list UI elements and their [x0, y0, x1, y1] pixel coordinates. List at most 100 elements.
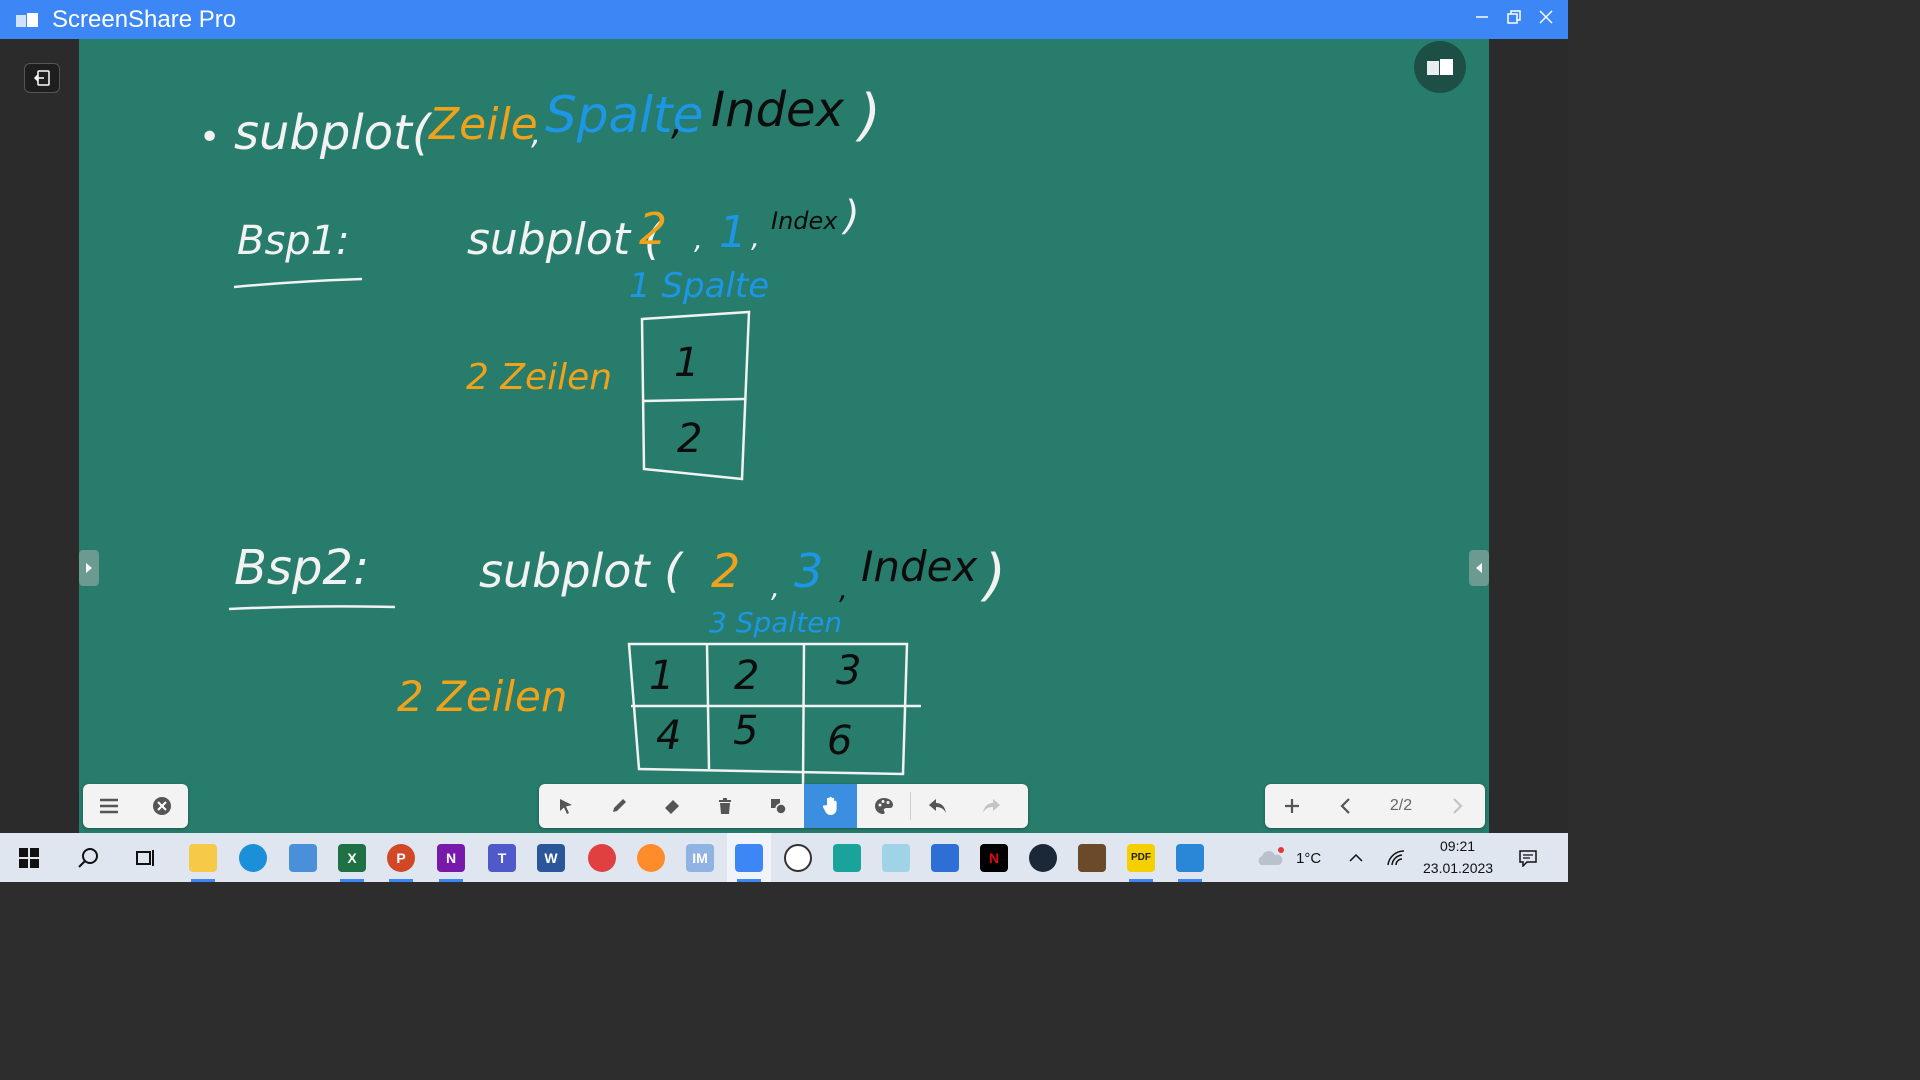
ex2-grid-col-divider-1: [705, 643, 711, 770]
pen-icon: [612, 799, 626, 812]
show-hidden-icons-button[interactable]: [1334, 833, 1378, 882]
add-page-button[interactable]: [1265, 784, 1318, 828]
left-panel-toggle[interactable]: [79, 550, 99, 586]
running-indicator: [191, 879, 215, 882]
taskbar-app-screen-tool[interactable]: [281, 833, 325, 882]
ex1-cell-1: 1: [674, 340, 699, 386]
taskbar-app-pdf[interactable]: PDF: [1119, 833, 1163, 882]
ex1-grid-outline: [640, 310, 751, 481]
taskbar-app-geogebra[interactable]: [776, 833, 820, 882]
chevron-left-icon: [1476, 563, 1482, 573]
ex1-arg1-text: 2: [639, 204, 667, 255]
task-view-button[interactable]: [124, 833, 168, 882]
clock-date[interactable]: 23.01.2023: [1423, 860, 1494, 876]
exit-icon: [33, 70, 50, 86]
folder-icon: [189, 843, 217, 872]
clock-time[interactable]: 09:21: [1440, 838, 1476, 854]
taskbar-app-snip[interactable]: [580, 833, 624, 882]
task-view-icon: [136, 849, 154, 866]
ex2-cell-2: 2: [734, 653, 759, 699]
next-page-button[interactable]: [1431, 784, 1484, 828]
taskbar-app-powerpoint[interactable]: P: [379, 833, 423, 882]
paint-3d-icon: [637, 843, 665, 872]
page-indicator: 2/2: [1389, 797, 1413, 814]
taskbar-app-edge[interactable]: [231, 833, 275, 882]
pointer-tool-button[interactable]: [539, 784, 592, 828]
close-board-button[interactable]: [136, 784, 189, 828]
taskbar-app-notes[interactable]: [874, 833, 918, 882]
taskbar-app-screenshare-pro[interactable]: [727, 833, 771, 882]
menu-button[interactable]: [83, 784, 136, 828]
eraser-tool-button[interactable]: [645, 784, 698, 828]
ex2-cell-3: 3: [836, 648, 861, 694]
notification-icon: [1519, 849, 1537, 867]
whiteboard-canvas[interactable]: • subplot( Zeile , Spalte , Index ) Bsp1…: [79, 39, 1489, 833]
redo-icon: [982, 799, 1000, 813]
previous-page-button[interactable]: [1318, 784, 1371, 828]
ex1-underline: [233, 277, 363, 289]
shapes-icon: [770, 799, 787, 815]
right-panel-toggle[interactable]: [1469, 550, 1489, 586]
line1-arg1-text: Zeile: [428, 99, 538, 150]
redo-button[interactable]: [964, 784, 1017, 828]
taskbar-app-photos[interactable]: [1168, 833, 1212, 882]
ex2-comma2: ,: [839, 573, 848, 606]
taskbar-app-onenote[interactable]: N: [429, 833, 473, 882]
taskbar-app-store[interactable]: [923, 833, 967, 882]
pointer-icon: [559, 799, 572, 814]
minecraft-icon: [1078, 843, 1106, 872]
close-circle-icon: [152, 797, 171, 815]
ex2-func-text: subplot (: [479, 544, 684, 598]
start-button[interactable]: [7, 833, 51, 882]
taskbar-app-paint-3d[interactable]: [629, 833, 673, 882]
bullet-text: •: [199, 117, 220, 158]
taskbar-app-excel[interactable]: X: [330, 833, 374, 882]
running-indicator: [1129, 879, 1153, 882]
undo-button[interactable]: [911, 784, 964, 828]
ex2-comma1: ,: [771, 571, 780, 604]
camera-button[interactable]: [1414, 41, 1466, 93]
notifications-button[interactable]: [1506, 833, 1550, 882]
close-icon: [1539, 10, 1553, 24]
taskbar-app-math[interactable]: [825, 833, 869, 882]
taskbar-app-steam[interactable]: [1021, 833, 1065, 882]
im-icon: IM: [686, 843, 714, 872]
screenshare-icon: [735, 843, 763, 872]
pen-tool-button[interactable]: [592, 784, 645, 828]
running-indicator: [389, 879, 413, 882]
minimize-icon: [1476, 16, 1488, 18]
restore-button[interactable]: [1500, 6, 1528, 32]
palette-tool-button[interactable]: [857, 784, 910, 828]
ex2-col-note: 3 Spalten: [709, 606, 842, 639]
taskbar: X P N T W IM N PDF: [0, 833, 1568, 882]
ex1-label: Bsp1:: [237, 218, 350, 264]
taskbar-app-file-explorer[interactable]: [181, 833, 225, 882]
taskbar-app-im[interactable]: IM: [678, 833, 722, 882]
shapes-tool-button[interactable]: [751, 784, 804, 828]
weather-temperature: 1°C: [1296, 850, 1322, 867]
line1-func-text: subplot(: [234, 105, 433, 161]
close-button[interactable]: [1532, 6, 1560, 32]
plus-icon: [1284, 799, 1299, 813]
taskbar-app-netflix[interactable]: N: [972, 833, 1016, 882]
palette-icon: [874, 798, 893, 814]
weather-widget[interactable]: [1248, 833, 1292, 882]
network-button[interactable]: [1374, 833, 1418, 882]
running-indicator: [1178, 879, 1202, 882]
search-button[interactable]: [66, 833, 110, 882]
taskbar-app-teams[interactable]: T: [480, 833, 524, 882]
hand-icon: [822, 796, 837, 815]
line1-comma1-text: ,: [531, 114, 541, 152]
delete-tool-button[interactable]: [698, 784, 751, 828]
store-icon: [931, 843, 959, 872]
minimize-button[interactable]: [1468, 6, 1496, 32]
wifi-icon: [1387, 849, 1405, 865]
page-toolbar: 2/2: [1265, 784, 1485, 828]
exit-presentation-button[interactable]: [24, 63, 60, 93]
taskbar-app-word[interactable]: W: [529, 833, 573, 882]
taskbar-app-minecraft[interactable]: [1070, 833, 1114, 882]
photos-icon: [1176, 843, 1204, 872]
right-panel: [1489, 39, 1568, 833]
ex2-arg2-text: 3: [794, 544, 823, 598]
hand-tool-button[interactable]: [804, 784, 857, 828]
